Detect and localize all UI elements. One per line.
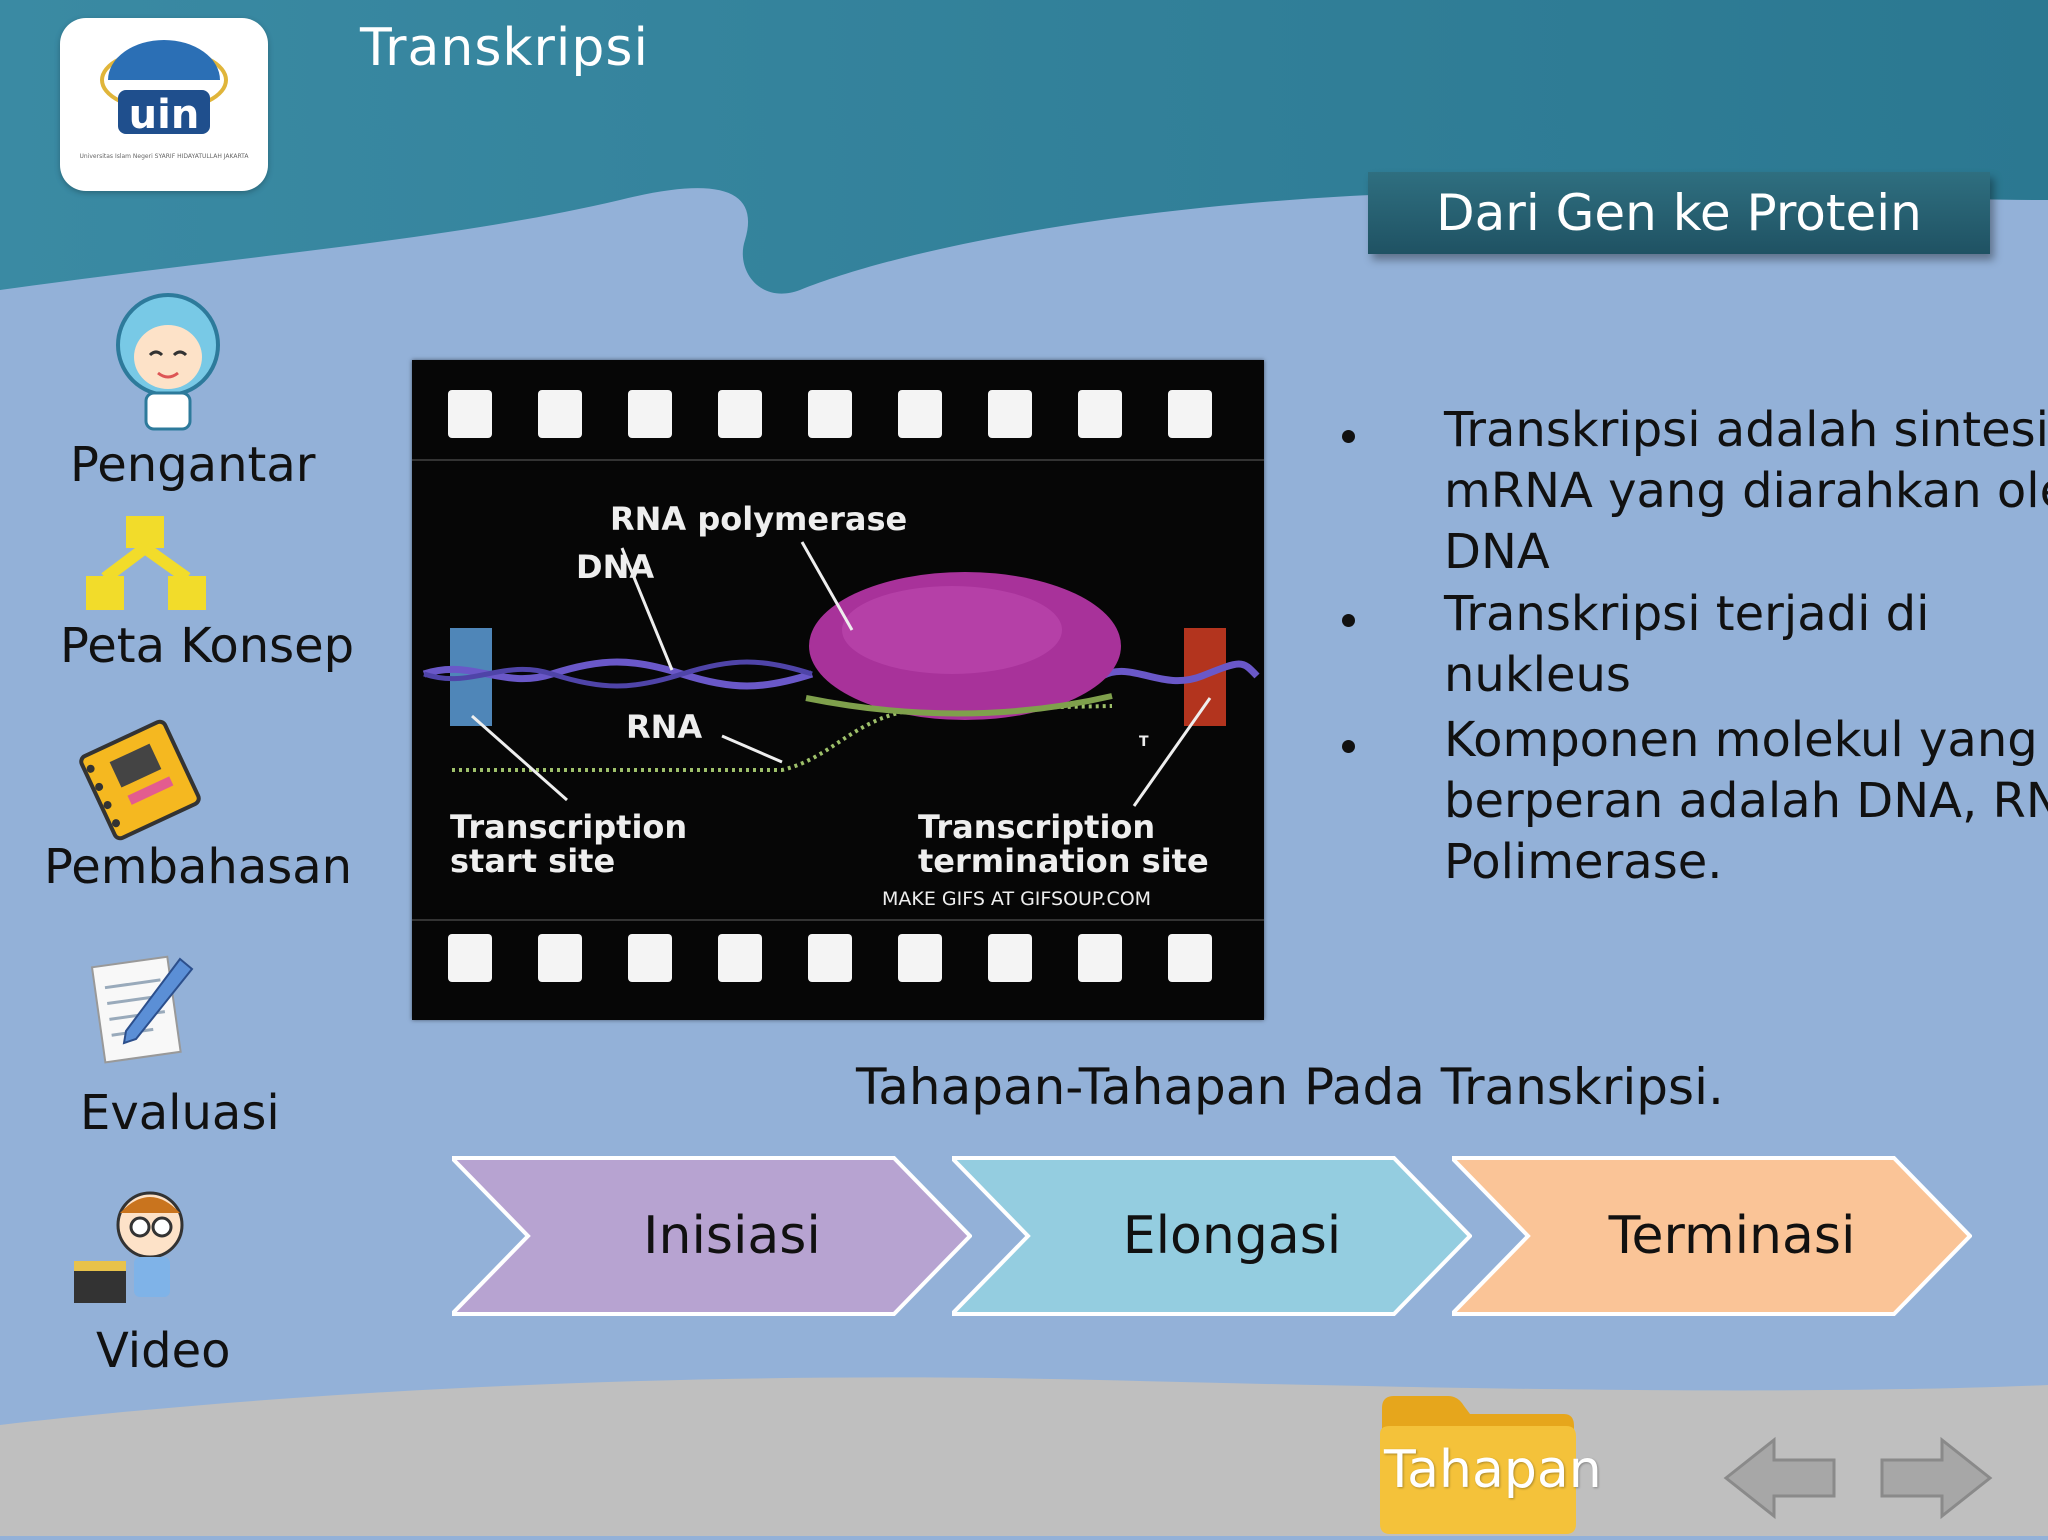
stage-label: Elongasi xyxy=(1122,1206,1342,1266)
sidebar-item-pembahasan[interactable]: Pembahasan xyxy=(40,715,360,905)
logo-text: uin xyxy=(129,92,200,138)
sidebar-item-pengantar[interactable]: Pengantar xyxy=(40,285,340,505)
chevron-shape xyxy=(1447,1156,1973,1316)
section-button[interactable]: Dari Gen ke Protein xyxy=(1368,172,1990,254)
folder-label: Tahapan xyxy=(1384,1440,1602,1500)
film-hole xyxy=(1168,934,1212,982)
concept-map-icon xyxy=(86,516,206,610)
film-hole xyxy=(538,390,582,438)
sidebar-item-video[interactable]: Video xyxy=(40,1185,340,1385)
chevron-shape xyxy=(447,1156,973,1316)
film-hole xyxy=(538,934,582,982)
label-t-mark: T xyxy=(1139,734,1149,750)
film-hole xyxy=(448,934,492,982)
film-hole xyxy=(718,934,762,982)
dna-strand-right xyxy=(1100,660,1260,685)
bullet-icon xyxy=(1342,740,1355,753)
bullet-text: Transkripsi terjadi di nukleus xyxy=(1444,586,1930,703)
stage-terminasi-button[interactable]: Terminasi xyxy=(1447,1156,1973,1316)
university-logo: uin Universitas Islam Negeri SYARIF HIDA… xyxy=(60,18,268,191)
film-hole xyxy=(988,934,1032,982)
sidebar-item-label: Pembahasan xyxy=(44,839,353,895)
film-hole xyxy=(1078,390,1122,438)
stage-label: Inisiasi xyxy=(643,1206,821,1266)
label-dna: DNA xyxy=(576,548,655,586)
stage-inisiasi-button[interactable]: Inisiasi xyxy=(447,1156,973,1316)
label-start-site-2: start site xyxy=(450,842,616,880)
stage-label: Terminasi xyxy=(1608,1206,1856,1266)
sidebar-item-label: Evaluasi xyxy=(80,1085,280,1141)
film-hole xyxy=(718,390,762,438)
film-hole xyxy=(898,390,942,438)
paper-pencil-icon xyxy=(90,955,194,1064)
film-hole xyxy=(898,934,942,982)
back-arrow-icon[interactable] xyxy=(1722,1436,1840,1520)
bullet-item: Transkripsi adalah sintesis mRNA yang di… xyxy=(1330,400,2048,583)
sidebar-item-label: Video xyxy=(96,1323,231,1379)
slide-title: Transkripsi xyxy=(360,18,649,78)
logo-emblem-icon: uin Universitas Islam Negeri SYARIF HIDA… xyxy=(80,40,250,160)
teacher-avatar-icon xyxy=(116,293,220,431)
sidebar-item-label: Pengantar xyxy=(70,437,316,493)
label-termination-site-2: termination site xyxy=(918,842,1209,880)
film-hole xyxy=(1168,390,1212,438)
bullet-item: Komponen molekul yang berperan adalah DN… xyxy=(1330,710,2048,893)
sidebar-item-evaluasi[interactable]: Evaluasi xyxy=(40,945,340,1145)
kid-clapperboard-icon xyxy=(74,1191,184,1303)
film-hole xyxy=(628,934,672,982)
bullet-item: Transkripsi terjadi di nukleus xyxy=(1330,584,2048,706)
transcription-diagram xyxy=(412,459,1264,921)
bullet-icon xyxy=(1342,430,1355,443)
tahapan-folder-button[interactable]: Tahapan xyxy=(1378,1378,1602,1536)
sidebar-item-peta-konsep[interactable]: Peta Konsep xyxy=(40,510,360,680)
stage-elongasi-button[interactable]: Elongasi xyxy=(947,1156,1473,1316)
bullet-icon xyxy=(1342,614,1355,627)
dna-strand-2 xyxy=(423,659,813,689)
transcription-animation: RNA polymerase DNA RNA Transcription sta… xyxy=(412,360,1264,1020)
film-hole xyxy=(1078,934,1122,982)
film-hole xyxy=(808,390,852,438)
bullet-text: Komponen molekul yang berperan adalah DN… xyxy=(1444,712,2048,890)
label-rna: RNA xyxy=(626,708,703,746)
bullet-text: Transkripsi adalah sintesis mRNA yang di… xyxy=(1444,402,2048,580)
forward-arrow-icon[interactable] xyxy=(1876,1436,1994,1520)
notebook-icon xyxy=(79,719,201,841)
folder-icon xyxy=(1380,1396,1576,1534)
stages-heading: Tahapan-Tahapan Pada Transkripsi. xyxy=(856,1058,1724,1116)
label-rna-polymerase: RNA polymerase xyxy=(610,500,908,538)
chevron-shape xyxy=(947,1156,1473,1316)
header-band xyxy=(0,0,2048,294)
film-hole xyxy=(988,390,1032,438)
watermark: MAKE GIFS AT GIFSOUP.COM xyxy=(882,888,1152,910)
label-start-site-1: Transcription xyxy=(450,808,688,846)
label-termination-site-1: Transcription xyxy=(918,808,1156,846)
logo-subtitle: Universitas Islam Negeri SYARIF HIDAYATU… xyxy=(80,153,250,160)
film-hole xyxy=(628,390,672,438)
film-hole xyxy=(808,934,852,982)
sidebar-item-label: Peta Konsep xyxy=(60,618,355,674)
film-hole xyxy=(448,390,492,438)
